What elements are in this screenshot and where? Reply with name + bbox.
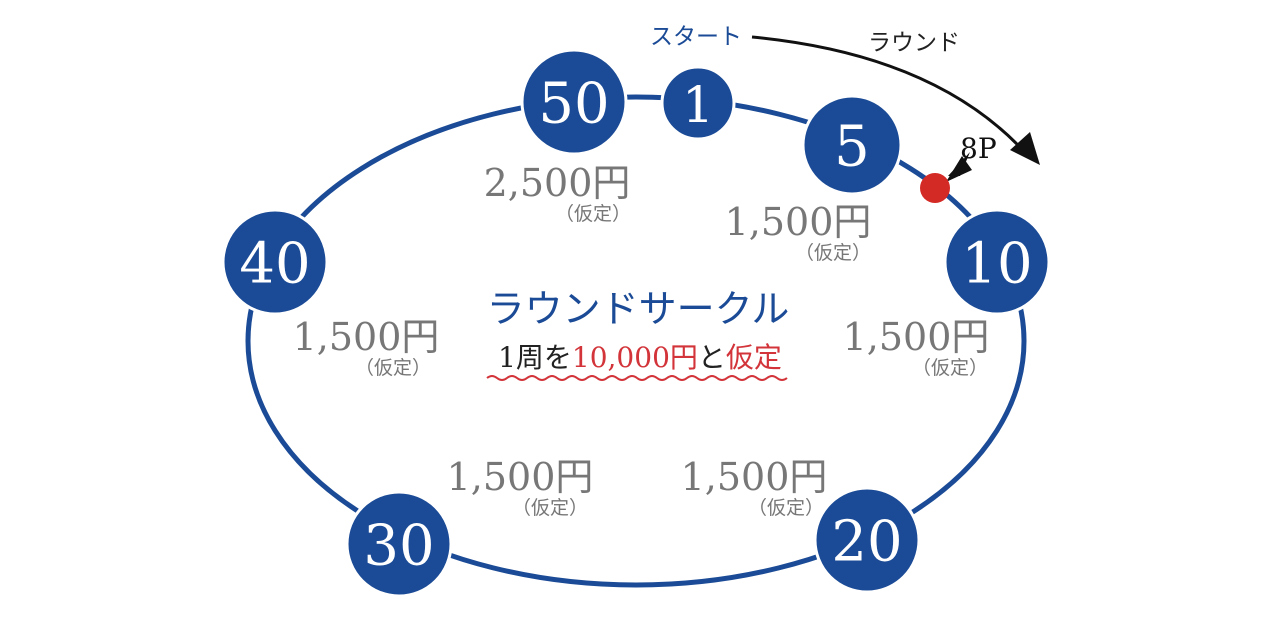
- svg-text:40: 40: [239, 232, 310, 297]
- start-label: スタート: [650, 24, 742, 50]
- current-position-dot: [920, 173, 950, 203]
- wavy-underline: [486, 375, 788, 381]
- node-20: 20: [813, 486, 921, 594]
- svg-text:5: 5: [834, 115, 870, 180]
- segment-50-to-1: 2,500円（仮定）: [484, 161, 631, 225]
- segment-5-to-10: 1,500円（仮定）: [725, 200, 872, 264]
- svg-text:（仮定）: （仮定）: [795, 242, 871, 264]
- svg-text:1,500円: 1,500円: [681, 455, 828, 499]
- svg-text:10: 10: [961, 232, 1032, 297]
- gap-arrowhead-icon: [946, 156, 972, 182]
- diagram-subtitle: 1周を10,000円と仮定: [498, 341, 782, 374]
- node-50: 50: [520, 48, 628, 156]
- svg-text:1,500円: 1,500円: [725, 200, 872, 244]
- round-direction-arrow: [751, 35, 1032, 159]
- arrowhead-icon: [1010, 132, 1040, 165]
- segment-20-to-30-right: 1,500円（仮定）: [681, 455, 828, 519]
- node-5: 5: [801, 94, 903, 196]
- svg-text:（仮定）: （仮定）: [912, 357, 988, 379]
- node-1: 1: [660, 65, 736, 141]
- svg-text:2,500円: 2,500円: [484, 161, 631, 205]
- segment-10-to-20: 1,500円（仮定）: [843, 315, 990, 379]
- svg-text:（仮定）: （仮定）: [555, 203, 631, 225]
- round-ellipse: [245, 94, 1027, 588]
- segment-30-to-40: 1,500円（仮定）: [293, 315, 440, 379]
- node-30: 30: [345, 490, 453, 598]
- svg-text:1,500円: 1,500円: [293, 315, 440, 359]
- node-40: 40: [221, 208, 329, 316]
- svg-text:（仮定）: （仮定）: [355, 357, 431, 379]
- svg-text:1,500円: 1,500円: [843, 315, 990, 359]
- svg-text:1,500円: 1,500円: [447, 455, 594, 499]
- gap-label: 8P: [960, 132, 997, 165]
- svg-text:30: 30: [363, 514, 434, 579]
- round-label: ラウンド: [868, 30, 960, 56]
- diagram-title: ラウンドサークル: [487, 287, 790, 331]
- svg-text:（仮定）: （仮定）: [748, 497, 824, 519]
- svg-text:1: 1: [682, 76, 714, 134]
- svg-text:20: 20: [831, 510, 902, 575]
- svg-text:（仮定）: （仮定）: [512, 497, 588, 519]
- svg-text:50: 50: [538, 72, 609, 137]
- node-10: 10: [943, 208, 1051, 316]
- segment-20-to-30-left: 1,500円（仮定）: [447, 455, 594, 519]
